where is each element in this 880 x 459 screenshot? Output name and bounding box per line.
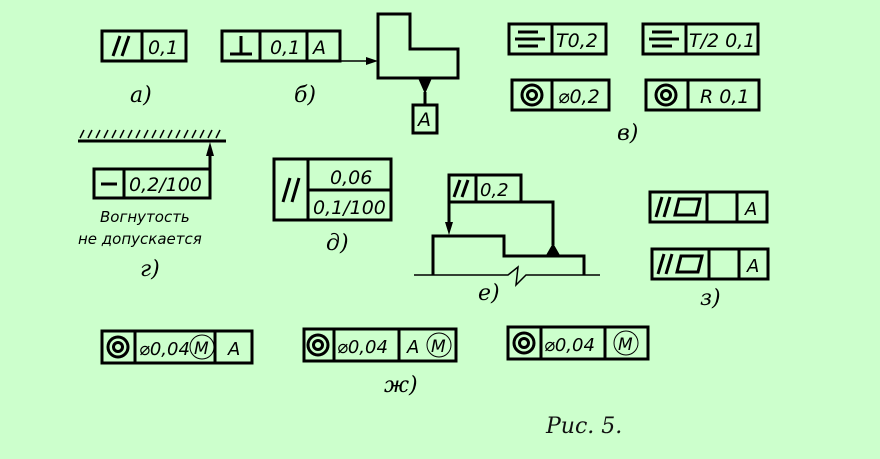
concentricity-icon: [654, 83, 678, 107]
label-z: з): [700, 286, 721, 311]
frame-e: 0,2: [414, 173, 600, 288]
parallelism-flatness-icon: [654, 196, 702, 218]
frame-g: 0,2/100 Вогнутость не допускается: [78, 129, 226, 248]
parallelism-icon: [452, 179, 470, 198]
label-d: д): [326, 231, 349, 256]
svg-text:⌀0,04: ⌀0,04: [139, 339, 190, 360]
datum-triangle-icon: [418, 78, 432, 94]
break-line: [414, 265, 600, 288]
svg-text:не допускается: не допускается: [78, 230, 202, 248]
label-e: е): [478, 281, 500, 306]
svg-text:0,06: 0,06: [330, 167, 372, 189]
symmetry-icon: [515, 30, 545, 48]
svg-text:0,2: 0,2: [480, 180, 509, 201]
label-zh: ж): [384, 373, 418, 398]
hatching: [79, 129, 221, 139]
arrow-icon: [366, 57, 378, 65]
svg-text:T0,2: T0,2: [556, 30, 598, 52]
concentricity-icon: [512, 331, 536, 355]
parallelism-icon: [111, 35, 131, 57]
svg-text:Вогнутость: Вогнутость: [100, 208, 190, 226]
frames-v: T0,2 T/2 0,1 ⌀0,2 R 0,1: [507, 22, 761, 112]
svg-text:0,2/100: 0,2/100: [129, 174, 202, 196]
modifier-circle: [613, 330, 639, 356]
frame-d: 0,06 0,1/100: [272, 157, 393, 222]
svg-text:M: M: [431, 337, 446, 357]
concentricity-icon: [520, 83, 544, 107]
figure-caption: Рис. 5.: [545, 414, 622, 439]
svg-text:R 0,1: R 0,1: [700, 86, 749, 108]
arrow-icon: [445, 222, 453, 235]
svg-text:M: M: [618, 335, 633, 355]
modifier-circle: [189, 334, 215, 360]
concentricity-icon: [306, 333, 330, 357]
label-v: в): [617, 121, 638, 146]
datum-box-b: A: [416, 109, 431, 131]
svg-text:⌀0,04: ⌀0,04: [544, 335, 595, 356]
svg-text:T/2 0,1: T/2 0,1: [689, 30, 755, 52]
label-a: а): [130, 83, 152, 108]
part-outline: [431, 234, 586, 275]
svg-text:⌀0,2: ⌀0,2: [558, 86, 600, 108]
frame-b: 0,1 A A: [220, 12, 460, 135]
datum-triangle-icon: [545, 243, 561, 257]
frame-a: 0,1: [100, 29, 188, 63]
frame-a-value: 0,1: [148, 37, 178, 59]
svg-text:⌀0,04: ⌀0,04: [337, 337, 388, 358]
concentricity-icon: [106, 335, 130, 359]
frames-z: A A: [648, 190, 770, 281]
arrow-icon: [206, 142, 214, 156]
parallelism-flatness-icon: [656, 253, 704, 275]
svg-text:M: M: [194, 339, 209, 359]
perpendicularity-icon: [230, 36, 252, 56]
frame-b-datum: A: [311, 37, 326, 59]
svg-text:A: A: [746, 256, 759, 277]
svg-text:0,1/100: 0,1/100: [313, 197, 386, 219]
frames-zh: ⌀0,04 M A ⌀0,04 A M ⌀0,04 M: [100, 325, 650, 365]
symmetry-icon: [649, 30, 679, 48]
svg-text:A: A: [227, 339, 240, 360]
label-b: б): [294, 83, 316, 108]
label-g: г): [140, 257, 160, 282]
parallelism-icon: [281, 177, 301, 203]
modifier-circle: [426, 332, 452, 358]
svg-text:A: A: [744, 199, 757, 220]
svg-text:A: A: [406, 337, 419, 358]
part-outline: [376, 12, 460, 80]
frame-b-value: 0,1: [270, 37, 300, 59]
